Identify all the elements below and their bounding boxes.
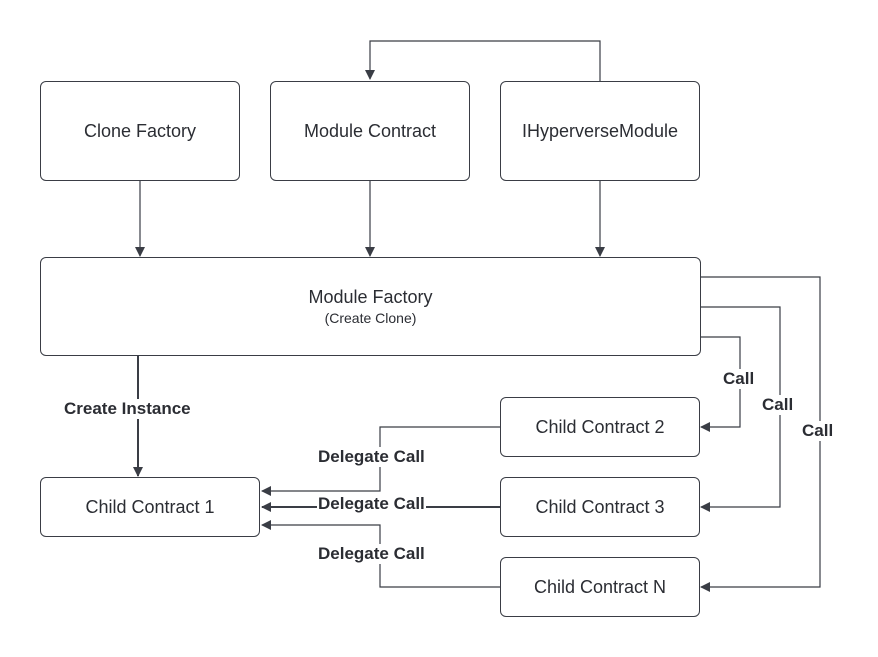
module-contract-label: Module Contract — [303, 120, 437, 141]
child-contract-n-node: Child Contract N — [500, 557, 700, 617]
call-n-label: Call — [801, 421, 835, 441]
delegate-call-2-label: Delegate Call — [317, 447, 426, 467]
child-contract-2-node: Child Contract 2 — [500, 397, 700, 457]
clone-factory-label: Clone Factory — [83, 120, 197, 141]
clone-factory-node: Clone Factory — [40, 81, 240, 181]
module-factory-node: Module Factory (Create Clone) — [40, 257, 701, 356]
ihyperverse-module-node: IHyperverseModule — [500, 81, 700, 181]
create-instance-label: Create Instance — [63, 399, 192, 419]
module-contract-node: Module Contract — [270, 81, 470, 181]
module-factory-label: Module Factory — [308, 287, 433, 307]
child-contract-1-label: Child Contract 1 — [85, 496, 215, 517]
call-2-label: Call — [722, 369, 756, 389]
child-contract-n-label: Child Contract N — [533, 576, 667, 597]
child-contract-2-label: Child Contract 2 — [535, 416, 665, 437]
child-contract-1-node: Child Contract 1 — [40, 477, 260, 537]
delegate-call-3-label: Delegate Call — [317, 494, 426, 514]
child-contract-3-label: Child Contract 3 — [535, 496, 665, 517]
edge-ihyperverse-to-module-contract — [365, 40, 601, 81]
call-3-label: Call — [761, 395, 795, 415]
ihyperverse-module-label: IHyperverseModule — [521, 120, 679, 141]
child-contract-3-node: Child Contract 3 — [500, 477, 700, 537]
module-factory-sublabel: (Create Clone) — [324, 310, 417, 326]
delegate-call-n-label: Delegate Call — [317, 544, 426, 564]
